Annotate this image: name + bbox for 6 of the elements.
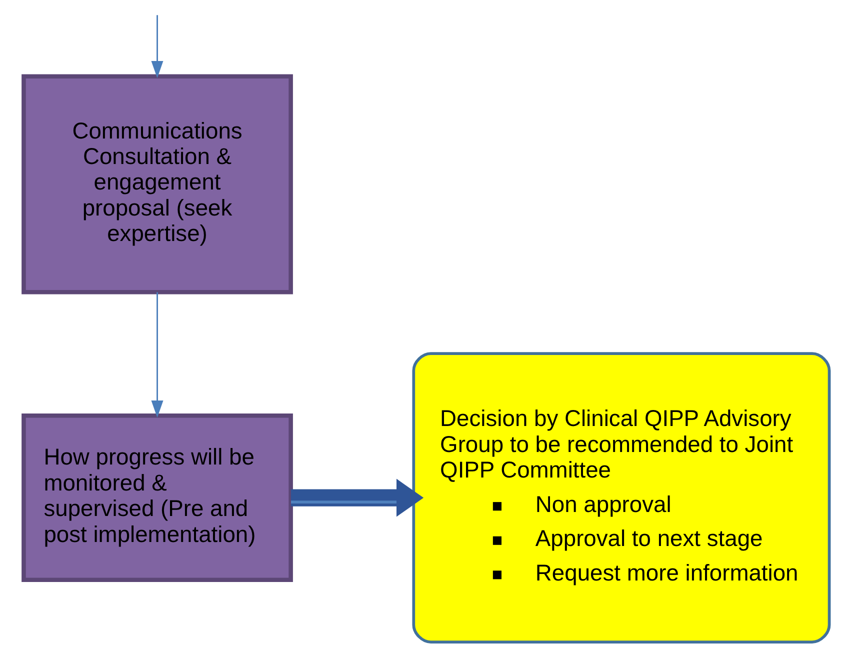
node-box: How progress will be monitored & supervised (Pre and post implementation) xyxy=(21,414,292,582)
arrow xyxy=(150,15,163,78)
arrow xyxy=(150,292,163,418)
node-box: Communications Consultation & engagement proposal (seek expertise) xyxy=(21,74,292,294)
arrow xyxy=(290,478,424,517)
node-box: Decision by Clinical QIPP Advisory Group to be recommended to Joint QIPP Committee Non approval Approval to next stage Request more information xyxy=(412,352,830,644)
